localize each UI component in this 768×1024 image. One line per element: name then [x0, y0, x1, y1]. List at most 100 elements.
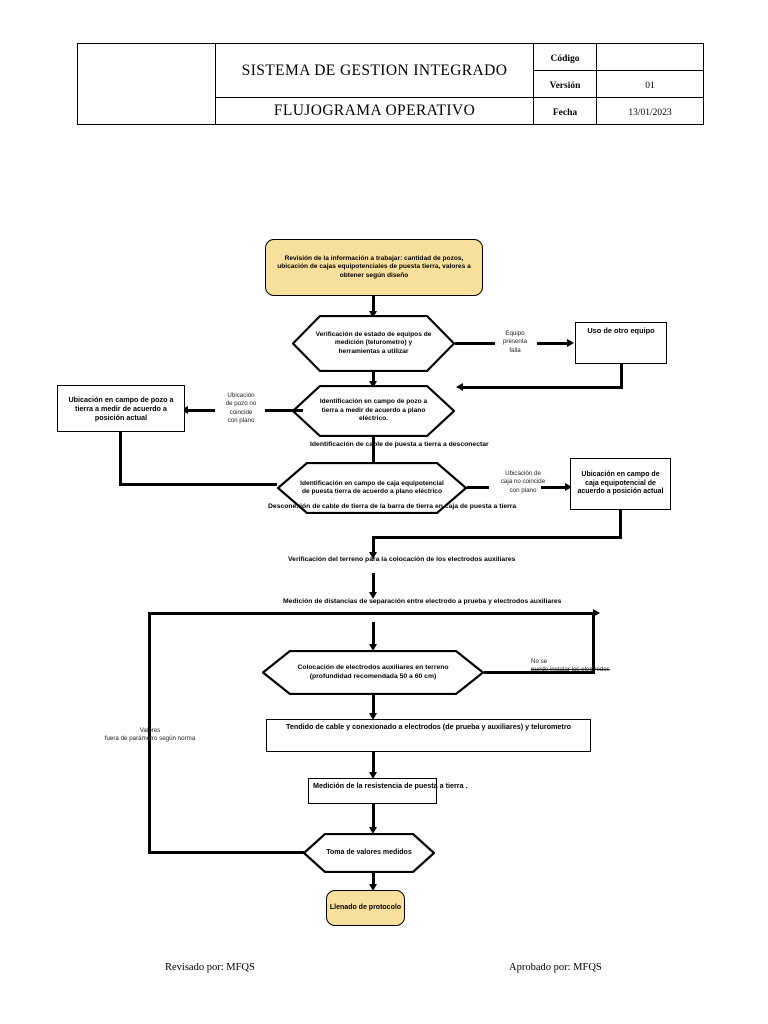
connector-n10-n11 — [372, 804, 375, 830]
branch-label-equipo-presenta-falla: Equipo presenta falla — [497, 330, 533, 355]
connector-main-down-1 — [372, 536, 375, 556]
flow-node-ubicacion-campo-pozo-tierra[interactable]: Ubicación en campo de pozo a tierra a me… — [57, 385, 185, 432]
flow-node-toma-valores-medidos[interactable]: Toma de valores medidos — [303, 833, 435, 873]
connector-n7-left — [372, 536, 622, 539]
arrowhead-n2-n4 — [369, 381, 377, 388]
header-fecha-label: Fecha — [533, 97, 597, 125]
flow-node-colocacion-electrodos-auxiliares[interactable]: Colocación de electrodos auxiliares en t… — [262, 650, 484, 695]
branch-label-line: Ubicación — [227, 392, 255, 399]
footer-reviewed-text: Revisado por: MFQS — [165, 962, 255, 973]
fecha-label-text: Fecha — [552, 108, 578, 118]
branch-label-line: de pozo no — [225, 400, 257, 408]
flow-node-uso-otro-equipo[interactable]: Uso de otro equipo — [575, 322, 667, 364]
arrowhead-n9-n10 — [369, 772, 377, 779]
flow-node-label: Uso de otro equipo — [587, 326, 655, 335]
branch-label-ubicacion-pozo-no-coincide: Ubicación de pozo no coincide con plano — [216, 392, 266, 425]
branch-label-line: con plano — [509, 486, 537, 494]
connector-n5-down — [119, 432, 122, 485]
branch-label-ubicacion-caja-no-coincide: Ubicación de caja no coincide con plano — [492, 470, 554, 495]
arrowhead-to-n7 — [565, 483, 572, 491]
version-value-text: 01 — [645, 81, 655, 91]
flow-node-verificacion-equipos[interactable]: Verificación de estado de equipos de med… — [292, 315, 455, 372]
header-title-main-text: SISTEMA DE GESTION INTEGRADO — [241, 61, 508, 79]
header-codigo-value — [596, 43, 704, 71]
connector-label-to-n7 — [541, 486, 567, 489]
arrowhead-n11-n12 — [369, 884, 377, 891]
connector-n6-right — [467, 486, 489, 489]
branch-label-no-se-puede-instalar: No se puede instalar los electrodos — [531, 658, 627, 675]
connector-n5-right — [119, 483, 280, 486]
arrowhead-loopback-into-main — [593, 609, 600, 617]
document-header-table: SISTEMA DE GESTION INTEGRADO Código Vers… — [77, 43, 704, 125]
flow-node-tendido-cable-conexionado[interactable]: Tendido de cable y conexionado a electro… — [266, 719, 591, 752]
connector-n3-down — [620, 364, 623, 388]
arrowhead-to-n8 — [369, 644, 377, 651]
flow-node-label: Identificación en campo de caja equipote… — [300, 479, 444, 495]
connector-n1-n2 — [372, 296, 375, 314]
fecha-value-text: 13/01/2023 — [628, 108, 672, 118]
arrowhead-n1-n2 — [369, 311, 377, 318]
connector-label-to-n5 — [187, 409, 215, 412]
connector-n8-right — [484, 671, 536, 674]
flow-node-label: Toma de valores medidos — [326, 848, 412, 856]
caption-identificacion-cable-desconectar: Identificación de cable de puesta a tier… — [310, 441, 489, 450]
connector-n7-down — [619, 510, 622, 538]
branch-label-line: presenta — [502, 338, 528, 346]
connector-n8-branch-horizontal — [536, 671, 595, 674]
branch-label-line: coincide — [229, 408, 253, 416]
arrowhead-n8-n9 — [369, 713, 377, 720]
branch-label-line: fuera de parámetro según norma — [104, 735, 196, 743]
connector-loopback-top — [148, 612, 595, 615]
flow-node-label: Ubicación en campo de pozo a tierra a me… — [68, 394, 174, 423]
arrowhead-main-down-2 — [369, 592, 377, 599]
connector-n4-left — [265, 409, 303, 412]
flow-node-end-llenado-protocolo[interactable]: Llenado de protocolo — [326, 890, 405, 926]
arrowhead-n10-n11 — [369, 827, 377, 834]
caption-text: Verificación del terreno para la colocac… — [288, 556, 516, 563]
connector-loopback-left-vertical — [148, 612, 151, 854]
hexagon-shape-icon — [277, 462, 467, 514]
flow-node-label: Tendido de cable y conexionado a electro… — [285, 722, 572, 731]
branch-label-valores-fuera-parametro: Valores fuera de parámetro según norma — [98, 727, 202, 744]
branch-label-line: Valores — [139, 727, 161, 734]
caption-text: Desconexión de cable de tierra de la bar… — [268, 503, 517, 510]
caption-text: Identificación de cable de puesta a tier… — [310, 441, 489, 448]
flow-node-medicion-resistencia[interactable]: Medición de la resistencia de puesta a t… — [308, 778, 468, 804]
header-row-3: FLUJOGRAMA OPERATIVO Fecha 13/01/2023 — [78, 97, 704, 125]
flow-node-start-revision-informacion[interactable]: Revisión de la información a trabajar: c… — [265, 239, 483, 296]
caption-medicion-distancias-separacion: Medición de distancias de separación ent… — [283, 598, 561, 607]
header-title-sub: FLUJOGRAMA OPERATIVO — [215, 97, 534, 125]
branch-label-line: Equipo — [505, 330, 525, 337]
connector-n3-left — [462, 386, 623, 389]
connector-n8-n9 — [372, 695, 375, 717]
branch-label-line: puede instalar los electrodos — [531, 666, 610, 674]
flow-node-label: Ubicación en campo de caja equipotencial… — [577, 470, 664, 496]
branch-label-line: Ubicación de — [505, 470, 541, 477]
connector-n4-n6 — [372, 437, 375, 462]
connector-n2-n4 — [372, 372, 375, 385]
version-label-text: Versión — [549, 81, 581, 91]
header-row-2: Versión 01 — [78, 70, 704, 98]
connector-n11-n12 — [372, 873, 375, 887]
hexagon-shape-icon — [292, 315, 455, 372]
connector-n11-left — [148, 851, 306, 854]
header-logo-cell — [77, 43, 216, 125]
flow-node-ubicacion-campo-caja-equipotencial[interactable]: Ubicación en campo de caja equipotencial… — [570, 458, 671, 510]
hexagon-shape-icon — [262, 650, 484, 695]
flow-node-label: Identificación en campo de pozo a tierra… — [319, 398, 428, 423]
flow-node-identificacion-pozo-tierra[interactable]: Identificación en campo de pozo a tierra… — [292, 385, 455, 437]
branch-label-line: No se — [531, 658, 548, 665]
branch-label-line: con plano — [227, 417, 255, 425]
footer-approved-by: Aprobado por: MFQS — [509, 962, 602, 973]
arrowhead-to-n3 — [567, 339, 574, 347]
flow-node-label: Medición de la resistencia de puesta a t… — [313, 781, 468, 790]
flow-node-label: Verificación de estado de equipos de med… — [315, 330, 432, 355]
footer-reviewed-by: Revisado por: MFQS — [165, 962, 255, 973]
arrowhead-n3-to-n4 — [456, 383, 463, 391]
codigo-label-text: Código — [550, 54, 580, 64]
connector-main-down-2 — [372, 573, 375, 595]
flow-node-identificacion-caja-equipotencial[interactable]: Identificación en campo de caja equipote… — [277, 462, 467, 514]
flow-node-label: Revisión de la información a trabajar: c… — [277, 254, 471, 279]
caption-text: Medición de distancias de separación ent… — [283, 598, 562, 605]
